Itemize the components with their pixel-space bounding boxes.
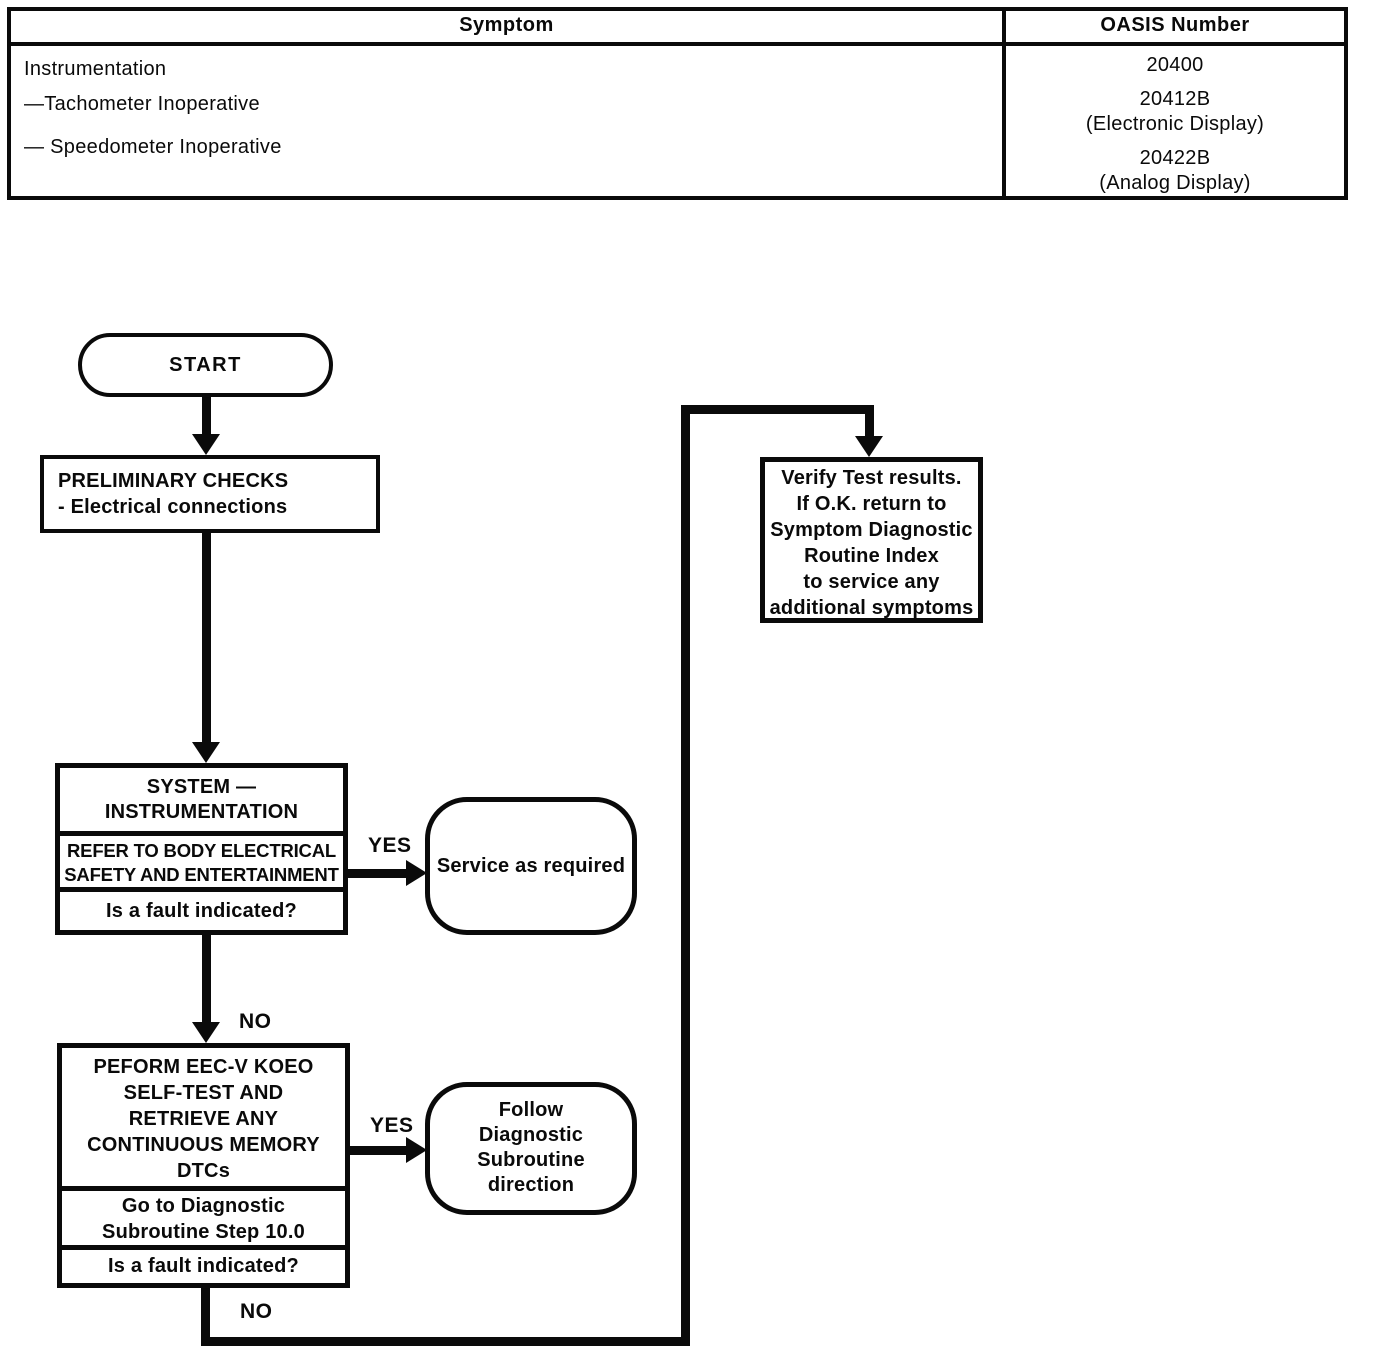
column-header-oasis-number: OASIS Number (1100, 14, 1250, 36)
connector-return-into-verify (865, 405, 874, 438)
column-header-symptom: Symptom (459, 14, 554, 36)
preliminary-line: - Electrical connections (58, 496, 288, 518)
eec-title-line: CONTINUOUS MEMORY (87, 1134, 320, 1156)
eec-title-line: PEFORM EEC-V KOEO (93, 1056, 314, 1078)
symptom-oasis-table: Symptom OASIS Number Instrumentation —Ta… (7, 7, 1348, 200)
symptom-line: —Tachometer Inoperative (24, 93, 260, 115)
oasis-entry: 20400 (1006, 53, 1344, 78)
symptom-line: — Speedometer Inoperative (24, 136, 282, 158)
arrowhead-right-icon (406, 1137, 427, 1163)
connector-system-no (202, 933, 211, 1026)
arrowhead-down-icon (855, 436, 883, 457)
verify-line: Routine Index (804, 545, 939, 567)
eec-title-line: DTCs (176, 1160, 231, 1182)
system-title: SYSTEM — INSTRUMENTATION (60, 768, 343, 831)
connector-return-top (681, 405, 874, 414)
connector-eec-no-down (201, 1286, 210, 1346)
follow-line: direction (487, 1174, 575, 1196)
connector-return-vertical (681, 405, 690, 1346)
connector-eec-yes (350, 1146, 410, 1155)
eec-title-line: RETRIEVE ANY (128, 1108, 279, 1130)
system-question: Is a fault indicated? (60, 887, 343, 930)
oasis-number: 20422B (1139, 147, 1211, 169)
oasis-entry: 20412B (Electronic Display) (1006, 87, 1344, 137)
verify-line: If O.K. return to (796, 493, 947, 515)
oasis-number: 20400 (1146, 54, 1204, 76)
no-label-eec: NO (240, 1300, 273, 1323)
eec-action-line: Subroutine Step 10.0 (102, 1221, 305, 1243)
system-title-line: INSTRUMENTATION (104, 801, 299, 823)
preliminary-line: PRELIMINARY CHECKS (58, 470, 289, 492)
oasis-note: (Electronic Display) (1085, 113, 1265, 135)
system-action-line: REFER TO BODY ELECTRICAL (67, 840, 336, 861)
system-title-line: SYSTEM — (146, 776, 257, 798)
connector-return-bottom (201, 1337, 690, 1346)
arrowhead-down-icon (192, 742, 220, 763)
system-instrumentation-node: SYSTEM — INSTRUMENTATION REFER TO BODY E… (55, 763, 348, 935)
start-node: START (78, 333, 333, 397)
start-label: START (169, 354, 242, 376)
eec-action: Go to Diagnostic Subroutine Step 10.0 (62, 1186, 345, 1245)
verify-line: Symptom Diagnostic (770, 519, 973, 541)
arrowhead-right-icon (406, 860, 427, 886)
symptom-line: Instrumentation (24, 58, 167, 80)
connector-preliminary-to-system (202, 531, 211, 744)
arrowhead-down-icon (192, 1022, 220, 1043)
eec-action-line: Go to Diagnostic (121, 1195, 286, 1217)
service-as-required-node: Service as required (425, 797, 637, 935)
eec-self-test-node: PEFORM EEC-V KOEO SELF-TEST AND RETRIEVE… (57, 1043, 350, 1288)
table-header-row: Symptom OASIS Number (11, 11, 1344, 46)
system-action-line: SAFETY AND ENTERTAINMENT (64, 864, 339, 885)
symptom-cell: Instrumentation —Tachometer Inoperative … (24, 58, 282, 159)
service-label: Service as required (436, 854, 626, 877)
oasis-number: 20412B (1139, 88, 1211, 110)
verify-line: Verify Test results. (781, 467, 962, 489)
oasis-note: (Analog Display) (1099, 172, 1251, 194)
no-label-system: NO (239, 1010, 272, 1033)
system-action: REFER TO BODY ELECTRICAL SAFETY AND ENTE… (60, 831, 343, 887)
follow-line: Follow (498, 1099, 564, 1121)
connector-system-yes (348, 869, 410, 878)
follow-subroutine-node: Follow Diagnostic Subroutine direction (425, 1082, 637, 1215)
verify-results-node: Verify Test results. If O.K. return to S… (760, 457, 983, 623)
yes-label-eec: YES (370, 1114, 414, 1137)
follow-line: Diagnostic (478, 1124, 584, 1146)
verify-line: to service any (803, 571, 940, 593)
connector-start-to-preliminary (202, 396, 211, 438)
preliminary-checks-node: PRELIMINARY CHECKS - Electrical connecti… (40, 455, 380, 533)
eec-title: PEFORM EEC-V KOEO SELF-TEST AND RETRIEVE… (62, 1048, 345, 1186)
verify-line: additional symptoms (769, 597, 974, 619)
oasis-number-cell: 20400 20412B (Electronic Display) 20422B… (1006, 53, 1344, 205)
eec-title-line: SELF-TEST AND (123, 1082, 284, 1104)
eec-question: Is a fault indicated? (62, 1245, 345, 1283)
oasis-entry: 20422B (Analog Display) (1006, 146, 1344, 196)
table-column-divider (1002, 11, 1006, 196)
follow-line: Subroutine (477, 1149, 585, 1171)
arrowhead-down-icon (192, 434, 220, 455)
yes-label-system: YES (368, 834, 412, 857)
